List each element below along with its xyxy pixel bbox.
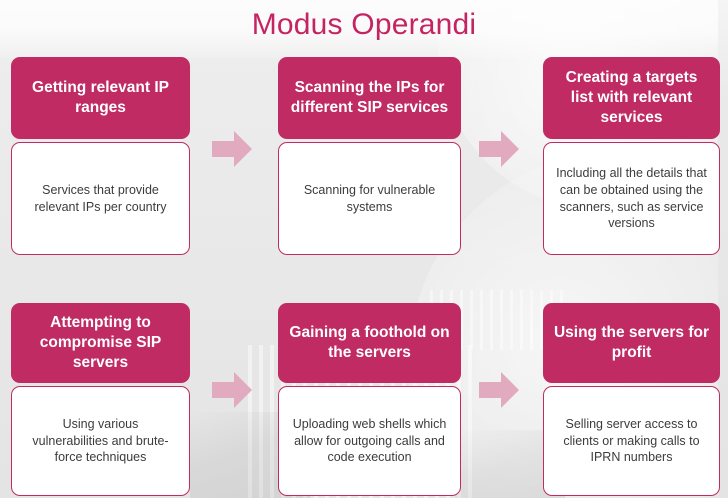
flow-step-detail-5: Uploading web shells which allow for out… — [278, 386, 461, 496]
arrow-right-icon-4 — [476, 369, 522, 411]
arrow-right-icon-1 — [209, 128, 255, 170]
arrow-right-icon-2 — [476, 128, 522, 170]
flow-step-detail-2: Scanning for vulnerable systems — [278, 142, 461, 255]
flow-step-detail-1: Services that provide relevant IPs per c… — [11, 142, 190, 255]
arrow-right-icon-3 — [209, 369, 255, 411]
flow-step-detail-4: Using various vulnerabilities and brute-… — [11, 386, 190, 496]
flow-step-card-6[interactable]: Using the servers for profit Selling ser… — [543, 303, 720, 496]
flow-step-heading-1: Getting relevant IP ranges — [11, 57, 190, 139]
flow-step-detail-6: Selling server access to clients or maki… — [543, 386, 720, 496]
flow-step-card-5[interactable]: Gaining a foothold on the servers Upload… — [278, 303, 461, 496]
flow-step-heading-6: Using the servers for profit — [543, 303, 720, 383]
flow-step-card-3[interactable]: Creating a targets list with relevant se… — [543, 57, 720, 255]
flow-step-card-2[interactable]: Scanning the IPs for different SIP servi… — [278, 57, 461, 255]
flow-step-card-1[interactable]: Getting relevant IP ranges Services that… — [11, 57, 190, 255]
flow-step-heading-4: Attempting to compromise SIP servers — [11, 303, 190, 383]
background-right-band — [718, 0, 728, 498]
flow-step-heading-3: Creating a targets list with relevant se… — [543, 57, 720, 139]
flow-step-card-4[interactable]: Attempting to compromise SIP servers Usi… — [11, 303, 190, 496]
flow-step-detail-3: Including all the details that can be ob… — [543, 142, 720, 255]
flow-step-heading-2: Scanning the IPs for different SIP servi… — [278, 57, 461, 139]
flow-step-heading-5: Gaining a foothold on the servers — [278, 303, 461, 383]
page-title: Modus Operandi — [251, 8, 477, 41]
